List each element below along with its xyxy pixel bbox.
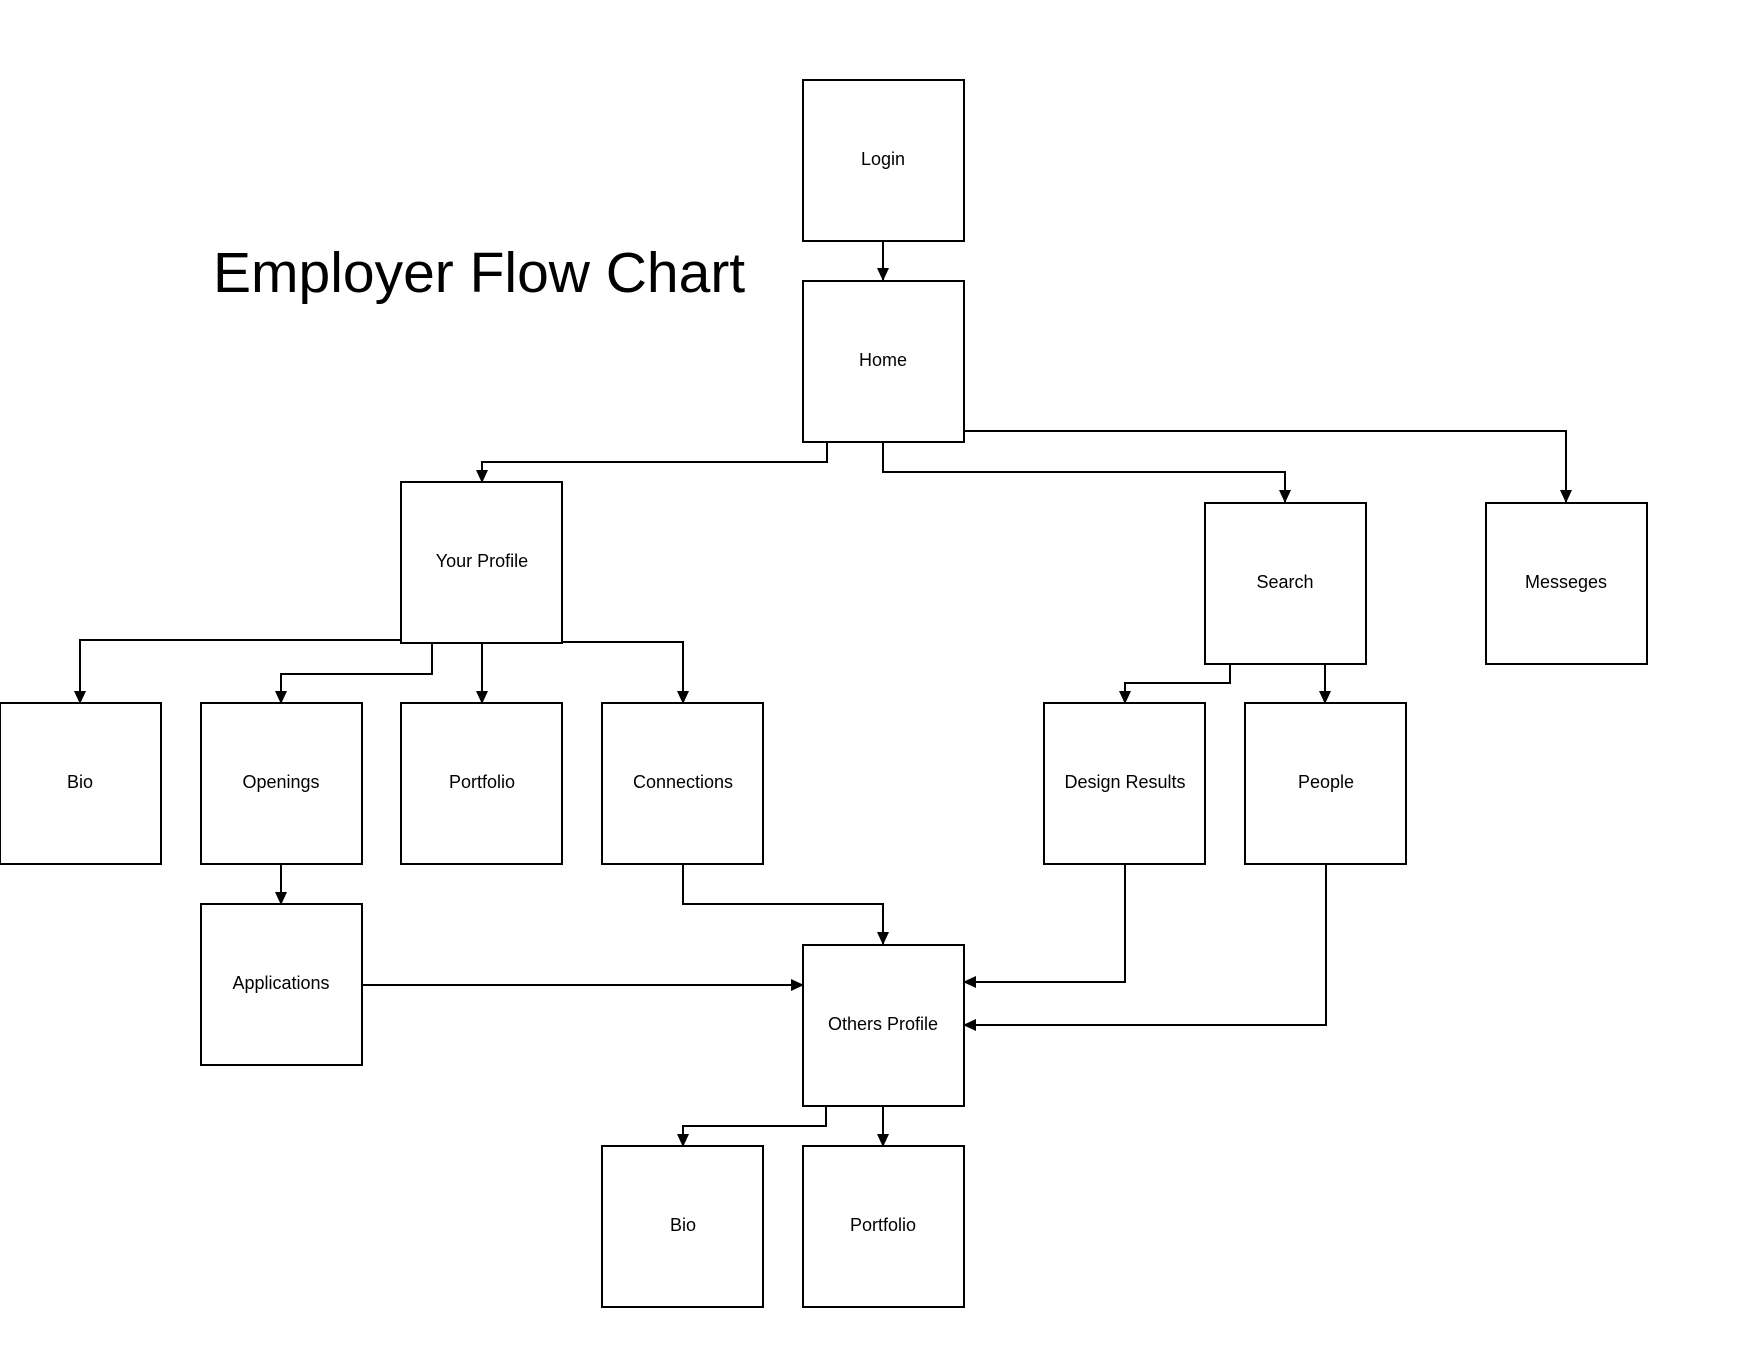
node-bio: Bio: [0, 702, 162, 865]
node-openings: Openings: [200, 702, 363, 865]
node-others-portfolio: Portfolio: [802, 1145, 965, 1308]
edge-home-messages: [964, 430, 1572, 503]
edge-design-results-others-profile: [963, 864, 1126, 988]
node-your-profile-label: Your Profile: [436, 551, 528, 571]
chart-title: Employer Flow Chart: [213, 241, 745, 305]
node-others-profile: Others Profile: [802, 944, 965, 1107]
node-your-profile: Your Profile: [400, 481, 563, 644]
node-login: Login: [802, 79, 965, 242]
node-applications-label: Applications: [232, 973, 329, 993]
node-home: Home: [802, 280, 965, 443]
node-connections: Connections: [601, 702, 764, 865]
node-home-label: Home: [859, 350, 907, 370]
node-others-bio: Bio: [601, 1145, 764, 1308]
node-design-results: Design Results: [1043, 702, 1206, 865]
node-messages: Messeges: [1485, 502, 1648, 665]
edge-home-your-profile: [476, 441, 828, 483]
node-others-portfolio-label: Portfolio: [850, 1215, 916, 1235]
edge-home-search: [882, 441, 1291, 503]
edge-others-profile-bio: [677, 1105, 827, 1147]
node-people-label: People: [1298, 772, 1354, 792]
node-messages-label: Messeges: [1525, 572, 1607, 592]
edge-people-others-profile: [963, 864, 1327, 1031]
node-search-label: Search: [1256, 572, 1313, 592]
edge-your-profile-openings: [275, 642, 433, 704]
node-openings-label: Openings: [242, 772, 319, 792]
connectors: [74, 240, 1572, 1147]
edge-connections-others-profile: [682, 864, 889, 945]
node-people: People: [1244, 702, 1407, 865]
node-design-results-label: Design Results: [1064, 772, 1185, 792]
node-others-profile-label: Others Profile: [828, 1014, 938, 1034]
node-portfolio-label: Portfolio: [449, 772, 515, 792]
node-others-bio-label: Bio: [670, 1215, 696, 1235]
edge-search-design-results: [1119, 663, 1231, 704]
node-login-label: Login: [861, 149, 905, 169]
edge-your-profile-connections: [562, 641, 689, 704]
node-portfolio: Portfolio: [400, 702, 563, 865]
node-bio-label: Bio: [67, 772, 93, 792]
node-connections-label: Connections: [633, 772, 733, 792]
node-search: Search: [1204, 502, 1367, 665]
edge-your-profile-bio: [74, 639, 401, 704]
node-applications: Applications: [200, 903, 363, 1066]
